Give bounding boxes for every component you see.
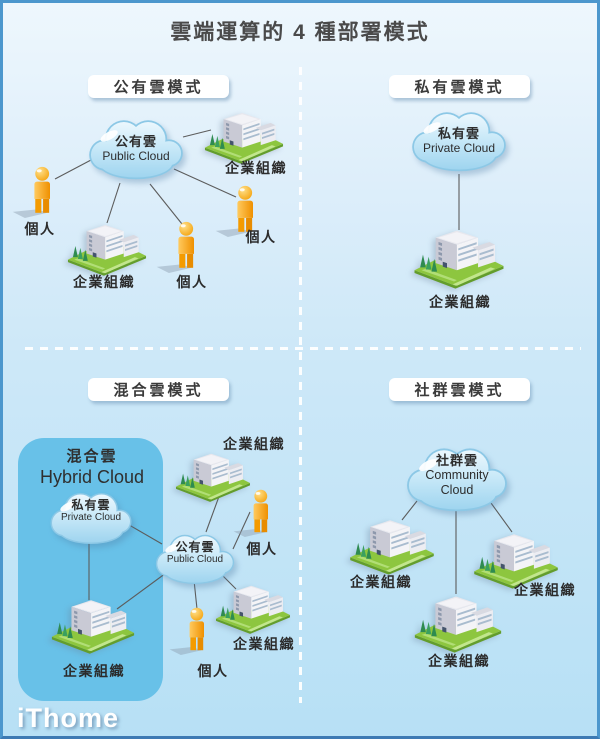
cloud-label-en: Private Cloud: [422, 141, 496, 156]
cloud-label-zh: 私有雲: [71, 498, 111, 512]
community-cloud-model-label: 社群雲模式: [389, 378, 530, 401]
node-label: 個人: [246, 541, 278, 557]
node-label: 個人: [24, 221, 56, 237]
cloud-label-en: Public Cloud: [102, 149, 170, 164]
public-cloud-model-label: 公有雲模式: [88, 75, 229, 98]
hybrid-cloud-model-label: 混合雲模式: [88, 378, 229, 401]
connector-lines: [54, 129, 513, 610]
node-label: 企業組織: [429, 294, 491, 310]
building-icon: [65, 220, 149, 277]
hybrid-cloud-box: [18, 438, 163, 701]
horizontal-divider: [25, 347, 581, 350]
node-label: 企業組織: [428, 653, 490, 669]
public-cloud: 公有雲 Public Cloud: [84, 113, 188, 183]
cloud-label-zh: 私有雲: [437, 126, 480, 141]
vertical-divider: [299, 67, 302, 703]
node-label: 企業組織: [225, 160, 287, 176]
building-icon: [202, 108, 286, 165]
community-cloud: 社群雲 Community Cloud: [401, 441, 513, 515]
ithome-logo: iThome: [17, 703, 120, 733]
node-label: 企業組織: [350, 574, 412, 590]
hybrid-public-cloud: 公有雲 Public Cloud: [151, 529, 239, 587]
cloud-label-en: Public Cloud: [166, 554, 224, 566]
cloud-label-en: Private Cloud: [60, 512, 122, 524]
private-cloud: 私有雲 Private Cloud: [407, 105, 511, 175]
node-label: 企業組織: [73, 274, 135, 290]
node-label: 個人: [197, 663, 229, 679]
hybrid-private-cloud: 私有雲 Private Cloud: [46, 487, 136, 547]
cloud-label-zh: 社群雲: [435, 453, 478, 468]
person-icon: [232, 489, 280, 537]
node-label: 企業組織: [233, 636, 295, 652]
node-label: 企業組織: [63, 663, 125, 679]
cloud-label-zh: 公有雲: [114, 134, 157, 149]
person-icon: [155, 221, 207, 273]
person-icon: [168, 607, 216, 655]
hybrid-title-zh: 混合雲: [66, 448, 118, 465]
person-icon: [11, 166, 63, 218]
cloud-label-en: Community Cloud: [425, 468, 489, 498]
building-icon: [411, 591, 505, 654]
building-icon: [213, 581, 293, 635]
private-cloud-model-label: 私有雲模式: [389, 75, 530, 98]
node-label: 個人: [176, 274, 208, 290]
cloud-label-zh: 公有雲: [175, 540, 215, 554]
node-label: 企業組織: [514, 582, 576, 598]
building-icon: [347, 515, 437, 576]
node-label: 個人: [245, 229, 277, 245]
hybrid-cloud-box-title: 混合雲 Hybrid Cloud: [40, 445, 144, 488]
node-label: 企業組織: [223, 436, 285, 452]
page-title: 雲端運算的 4 種部署模式: [170, 21, 430, 44]
building-icon: [49, 595, 137, 655]
building-icon: [411, 225, 507, 290]
hybrid-title-en: Hybrid Cloud: [39, 467, 145, 487]
